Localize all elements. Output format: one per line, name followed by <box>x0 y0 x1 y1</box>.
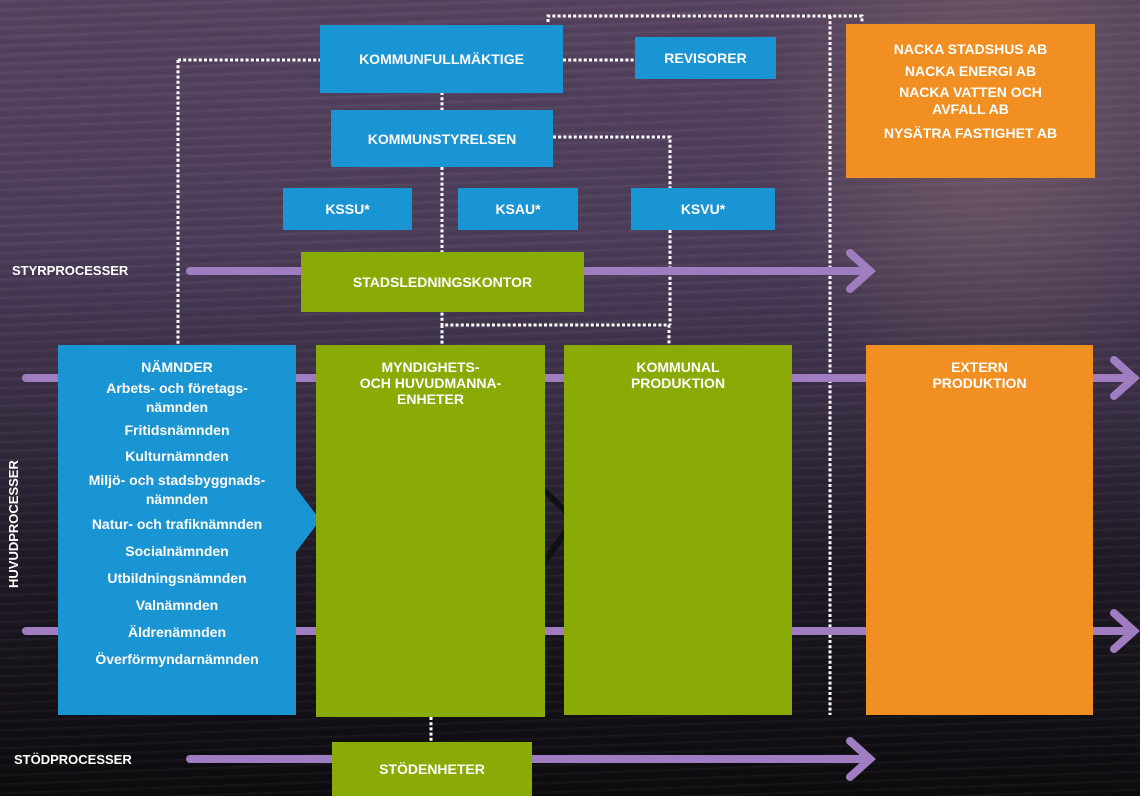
dotted-connector-ks-ksvu <box>553 135 672 188</box>
namnd-arbets-foretag-line2: nämnden <box>145 399 209 415</box>
company-nysatra: NYSÄTRA FASTIGHET AB <box>883 125 1058 141</box>
kommunal-line2: PRODUKTION <box>630 375 726 391</box>
revisorer-box: REVISORER <box>635 37 776 79</box>
kommunstyrelsen-label: KOMMUNSTYRELSEN <box>367 130 517 147</box>
kommunfullmaktige-label: KOMMUNFULLMÄKTIGE <box>359 51 524 67</box>
myndighets-line1: MYNDIGHETS- <box>381 359 480 375</box>
namnder-title: NÄMNDER <box>141 359 213 375</box>
stadsledningskontor-box: STADSLEDNINGSKONTOR <box>301 252 584 312</box>
extern-produktion-box: EXTERN PRODUKTION <box>866 345 1093 715</box>
kssu-label: KSSU* <box>325 201 370 217</box>
namnd-miljo-stadsbyggnad: Miljö- och stadsbyggnads- nämnden <box>58 471 296 509</box>
revisorer-label: REVISORER <box>664 50 747 66</box>
myndighets-box: MYNDIGHETS- OCH HUVUDMANNA- ENHETER <box>316 345 545 717</box>
namnd-fritid: Fritidsnämnden <box>124 422 230 438</box>
ksvu-box: KSVU* <box>631 188 775 230</box>
extern-line1: EXTERN <box>951 359 1008 375</box>
namnd-arbets-foretag-line1: Arbets- och företags- <box>106 380 248 396</box>
chevron-namnder <box>296 488 320 552</box>
stodenheter-label: STÖDENHETER <box>379 761 485 777</box>
kommunal-produktion-box: KOMMUNAL PRODUKTION <box>564 345 792 715</box>
namnd-kultur: Kulturnämnden <box>125 448 229 464</box>
namnd-aldre: Äldrenämnden <box>127 624 226 640</box>
myndighets-line2: OCH HUVUDMANNA- <box>359 375 502 391</box>
namnd-val: Valnämnden <box>135 597 219 613</box>
dotted-connector-kf-namnder <box>176 58 320 345</box>
namnd-natur-trafik: Natur- och trafiknämnden <box>91 516 263 532</box>
kssu-box: KSSU* <box>283 188 412 230</box>
ksvu-label: KSVU* <box>680 201 726 217</box>
kommunfullmaktige-box: KOMMUNFULLMÄKTIGE <box>320 25 563 93</box>
styrprocesser-label: STYRPROCESSER <box>12 263 129 278</box>
dotted-connector-kf-companies <box>546 14 864 715</box>
kommunstyrelsen-box: KOMMUNSTYRELSEN <box>331 110 553 167</box>
extern-line2: PRODUKTION <box>932 375 1027 391</box>
ksau-label: KSAU* <box>495 201 541 217</box>
kommunal-line1: KOMMUNAL <box>636 359 720 375</box>
company-nacka-stadshus: NACKA STADSHUS AB <box>893 41 1048 57</box>
namnd-miljo-stadsbyggnad-line1: Miljö- och stadsbyggnads- <box>88 472 266 488</box>
myndighets-line3: ENHETER <box>397 391 464 407</box>
namnd-social: Socialnämnden <box>125 543 229 559</box>
company-nacka-vatten-line1: NACKA VATTEN OCH <box>899 84 1042 100</box>
namnd-miljo-stadsbyggnad-line2: nämnden <box>145 491 209 507</box>
namnd-overformyndar: Överförmyndarnämnden <box>95 651 259 667</box>
dotted-connector-ks-down <box>440 167 671 345</box>
stadsledningskontor-label: STADSLEDNINGSKONTOR <box>352 274 533 290</box>
huvudprocesser-label: HUVUDPROCESSER <box>6 460 21 588</box>
company-nacka-vatten-line2: AVFALL AB <box>932 101 1009 117</box>
namnd-utbildning: Utbildningsnämnden <box>107 570 247 586</box>
stodenheter-box: STÖDENHETER <box>332 742 532 796</box>
companies-box: NACKA STADSHUS AB NACKA ENERGI AB NACKA … <box>846 24 1095 178</box>
company-nacka-vatten: NACKA VATTEN OCH AVFALL AB <box>846 84 1095 118</box>
namnder-box: NÄMNDER Arbets- och företags- nämnden Fr… <box>58 345 296 715</box>
ksau-box: KSAU* <box>458 188 578 230</box>
stodprocesser-label: STÖDPROCESSER <box>14 752 132 767</box>
namnd-arbets-foretag: Arbets- och företags- nämnden <box>58 379 296 417</box>
company-nacka-energi: NACKA ENERGI AB <box>904 63 1037 79</box>
